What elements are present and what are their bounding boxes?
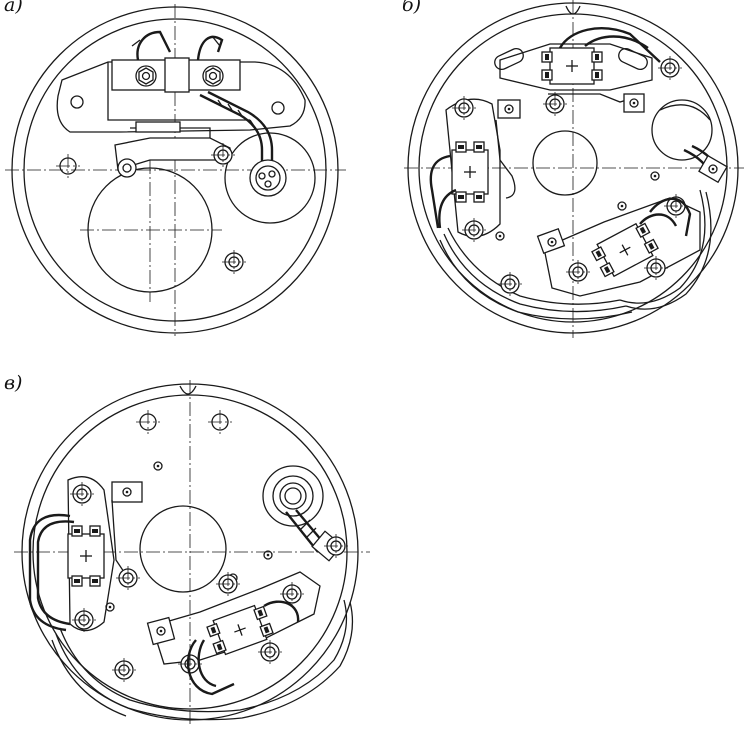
lead-bushing-c [262, 465, 324, 527]
cam-opening-c [139, 505, 227, 593]
cam-opening-b [532, 130, 598, 196]
figure-label-a: a) [4, 0, 23, 16]
breaker-plate-a [56, 61, 306, 133]
figure-label-c: в) [4, 372, 23, 394]
boss-b [651, 99, 713, 161]
diagram-c [14, 380, 370, 726]
lead-bushing-a [249, 159, 287, 197]
diagram-b [404, 0, 744, 338]
figure-label-b: б) [402, 0, 422, 16]
boss-a [224, 132, 316, 224]
diagram-a [5, 4, 346, 336]
